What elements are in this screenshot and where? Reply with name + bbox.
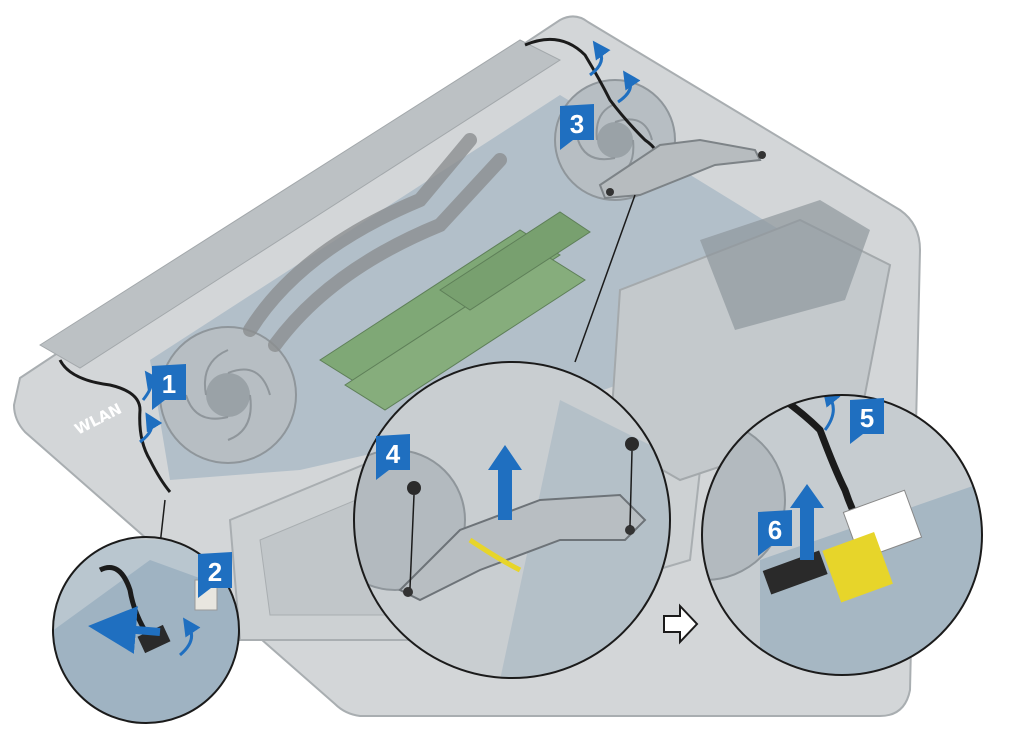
step-number: 5 [860, 403, 874, 433]
blue-curved-arrow-icon [141, 370, 163, 401]
cable-bracket-main [598, 138, 762, 200]
blue-curved-arrow-icon [822, 395, 841, 431]
step-number: 1 [162, 369, 176, 399]
step-badge-1: 1 [152, 364, 186, 410]
left-fan [159, 326, 297, 464]
screw-icon [407, 481, 421, 589]
blue-curved-arrow-icon [589, 40, 611, 77]
step-badge-6: 6 [758, 510, 792, 556]
screw-icon [625, 437, 639, 527]
blue-curved-arrow-icon [179, 617, 201, 657]
zoom-circle-right [701, 394, 983, 676]
step-badge-5: 5 [850, 398, 884, 444]
step-badge-3: 3 [560, 104, 594, 150]
step-number: 3 [570, 109, 584, 139]
zoom-circle-middle [353, 361, 671, 679]
step-number: 2 [208, 557, 222, 587]
blue-curved-arrow-icon [139, 412, 163, 444]
antenna-cable-left [58, 359, 172, 493]
step-number: 6 [768, 515, 782, 545]
hinge-strip [39, 39, 562, 369]
blue-left-arrow-icon [88, 606, 161, 654]
blue-up-arrow-icon [488, 445, 522, 520]
step-badge-2: 2 [198, 552, 232, 598]
heat-pipes [243, 133, 507, 352]
screw-icon [758, 151, 766, 159]
screw-icon [606, 188, 614, 196]
blue-curved-arrow-icon [617, 70, 641, 104]
blue-up-arrow-icon [790, 484, 824, 560]
ram-modules [319, 211, 591, 411]
hollow-right-arrow-icon [663, 603, 699, 645]
display-cable-right [524, 37, 662, 166]
step-badge-4: 4 [376, 434, 410, 480]
touchpad-panel [700, 200, 870, 330]
step-number: 4 [386, 439, 401, 469]
